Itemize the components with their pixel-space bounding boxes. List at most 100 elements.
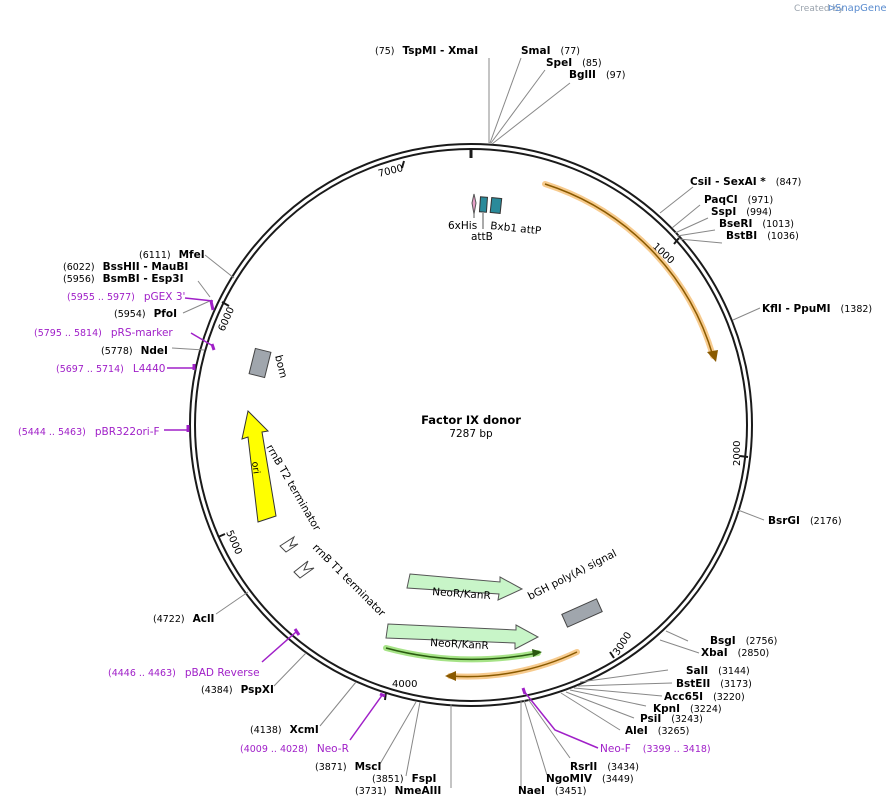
- site-label: SspI(994): [711, 206, 772, 218]
- site-label: SalI (3144): [686, 665, 750, 677]
- site-position: (75): [375, 46, 395, 57]
- restriction-sites: (75)TspMI - XmaI SmaI(77)SpeI(85)BglII (97…: [63, 45, 872, 797]
- tick-4000: 4000: [392, 679, 417, 690]
- site-name: AclI: [193, 613, 215, 625]
- backbone-outer: [189, 143, 753, 707]
- site-name: BsrGI: [768, 515, 800, 527]
- primer-label: (5444 .. 5463) pBR322ori-F: [18, 426, 160, 438]
- site-position: (1382): [841, 304, 873, 315]
- site-label: KflI - PpuMI (1382): [762, 303, 872, 315]
- site-label: (4138)XcmI: [250, 724, 319, 736]
- site-label: KpnI (3224): [653, 703, 722, 715]
- site-label: BstBI(1036): [726, 230, 799, 242]
- site-label: NgoMIV(3449): [546, 773, 634, 785]
- site-label: XbaI(2850): [701, 647, 769, 659]
- site-label: (6022)BssHII - MauBI: [63, 261, 188, 273]
- site-name: SalI: [686, 665, 708, 677]
- site-name: Acc65I: [664, 691, 703, 703]
- tick-mark: [739, 455, 749, 458]
- site-label: Acc65I (3220): [664, 691, 745, 703]
- primer-position: (5444 .. 5463): [18, 427, 86, 438]
- site-label: CsiI - SexAI *(847): [690, 176, 801, 188]
- site-label: (4384)PspXI: [201, 684, 274, 696]
- site-position: (3265): [658, 726, 690, 737]
- site-name: BsmBI - Esp3I: [103, 273, 184, 285]
- primer-name: pBR322ori-F: [95, 426, 160, 438]
- site-name: CsiI - SexAI *: [690, 176, 766, 188]
- tick-3000: 3000: [611, 630, 634, 657]
- site-name: NaeI: [518, 785, 545, 797]
- primer-name: Neo-R: [317, 743, 349, 755]
- site-position: (3871): [315, 762, 347, 773]
- site-position: (5956): [63, 274, 95, 285]
- site-label: BglII (97): [569, 69, 625, 81]
- rrnb-t2-label: rrnB T2 terminator: [263, 443, 323, 534]
- site-position: (3173): [720, 679, 752, 690]
- rrnb-t1-label: rrnB T1 terminator: [310, 542, 388, 620]
- orange-arc-upper-head: [707, 350, 718, 362]
- bgh-label: bGH poly(A) signal: [526, 547, 619, 602]
- site-label: (3731) NmeAIII: [355, 785, 441, 797]
- site-name: NmeAIII: [395, 785, 442, 797]
- site-name: KpnI: [653, 703, 680, 715]
- site-name: SspI: [711, 206, 736, 218]
- site-position: (4384): [201, 685, 233, 696]
- site-name: BstBI: [726, 230, 757, 242]
- site-position: (3144): [718, 666, 750, 677]
- primer-lines: [164, 297, 599, 749]
- site-position: (5778): [101, 346, 133, 357]
- tick-7000: 7000: [377, 163, 404, 180]
- site-name: KflI - PpuMI: [762, 303, 831, 315]
- site-position: (97): [606, 70, 626, 81]
- plasmid-length: 7287 bp: [449, 428, 493, 440]
- site-label: SpeI(85): [546, 57, 602, 69]
- primer-labels: (5955 .. 5977)pGEX 3'(5795 .. 5814)pRS-m…: [18, 291, 711, 755]
- site-position: (3220): [713, 692, 745, 703]
- site-position: (4138): [250, 725, 282, 736]
- site-label: (75)TspMI - XmaI: [375, 45, 478, 57]
- tick-mark: [401, 160, 405, 169]
- orange-arc-lower-head: [445, 671, 456, 681]
- site-name: RsrII: [570, 761, 597, 773]
- site-label: RsrII (3434): [570, 761, 639, 773]
- site-position: (3449): [602, 774, 634, 785]
- site-position: (6111): [139, 250, 171, 261]
- site-position: (2756): [746, 636, 778, 647]
- site-position: (3731): [355, 786, 387, 797]
- site-position: (3224): [690, 704, 722, 715]
- site-name: MfeI: [179, 249, 205, 261]
- rrnb-t2-arrow: [279, 535, 299, 553]
- ori-label: ori: [249, 461, 262, 475]
- site-label: PaqCI(971): [704, 194, 773, 206]
- plasmid-name: Factor IX donor: [421, 413, 521, 427]
- site-label: BseRI(1013): [719, 218, 794, 230]
- site-name: BglII: [569, 69, 596, 81]
- site-position: (85): [582, 58, 602, 69]
- ori-arrow: [241, 409, 277, 523]
- site-label: SmaI(77): [521, 45, 580, 57]
- site-label: (3871)MscI: [315, 761, 381, 773]
- bom-label: bom: [272, 354, 289, 380]
- site-position: (3851): [372, 774, 404, 785]
- bom-feature: [248, 347, 272, 379]
- leader-lines: [171, 57, 765, 788]
- site-position: (77): [561, 46, 581, 57]
- site-label: BsgI(2756): [710, 635, 777, 647]
- site-position: (1013): [762, 219, 794, 230]
- primer-position: (5697 .. 5714): [56, 364, 124, 375]
- primer-position: (4446 .. 4463): [108, 668, 176, 679]
- site-name: XbaI: [701, 647, 728, 659]
- site-position: (6022): [63, 262, 95, 273]
- tick-mark: [217, 533, 226, 538]
- site-label: (5954)PfoI: [114, 308, 177, 320]
- site-name: PsiI: [640, 713, 661, 725]
- neor-upper-arrow: [406, 573, 524, 601]
- site-label: (6111) MfeI: [139, 249, 205, 261]
- primer-marks: [186, 300, 527, 698]
- site-position: (3434): [607, 762, 639, 773]
- his-feature: [471, 193, 477, 215]
- orange-arc-upper: [544, 183, 714, 357]
- primer-name: pBAD Reverse: [185, 667, 260, 679]
- tick-mark: [221, 301, 230, 307]
- primer-name: pRS-marker: [111, 327, 174, 339]
